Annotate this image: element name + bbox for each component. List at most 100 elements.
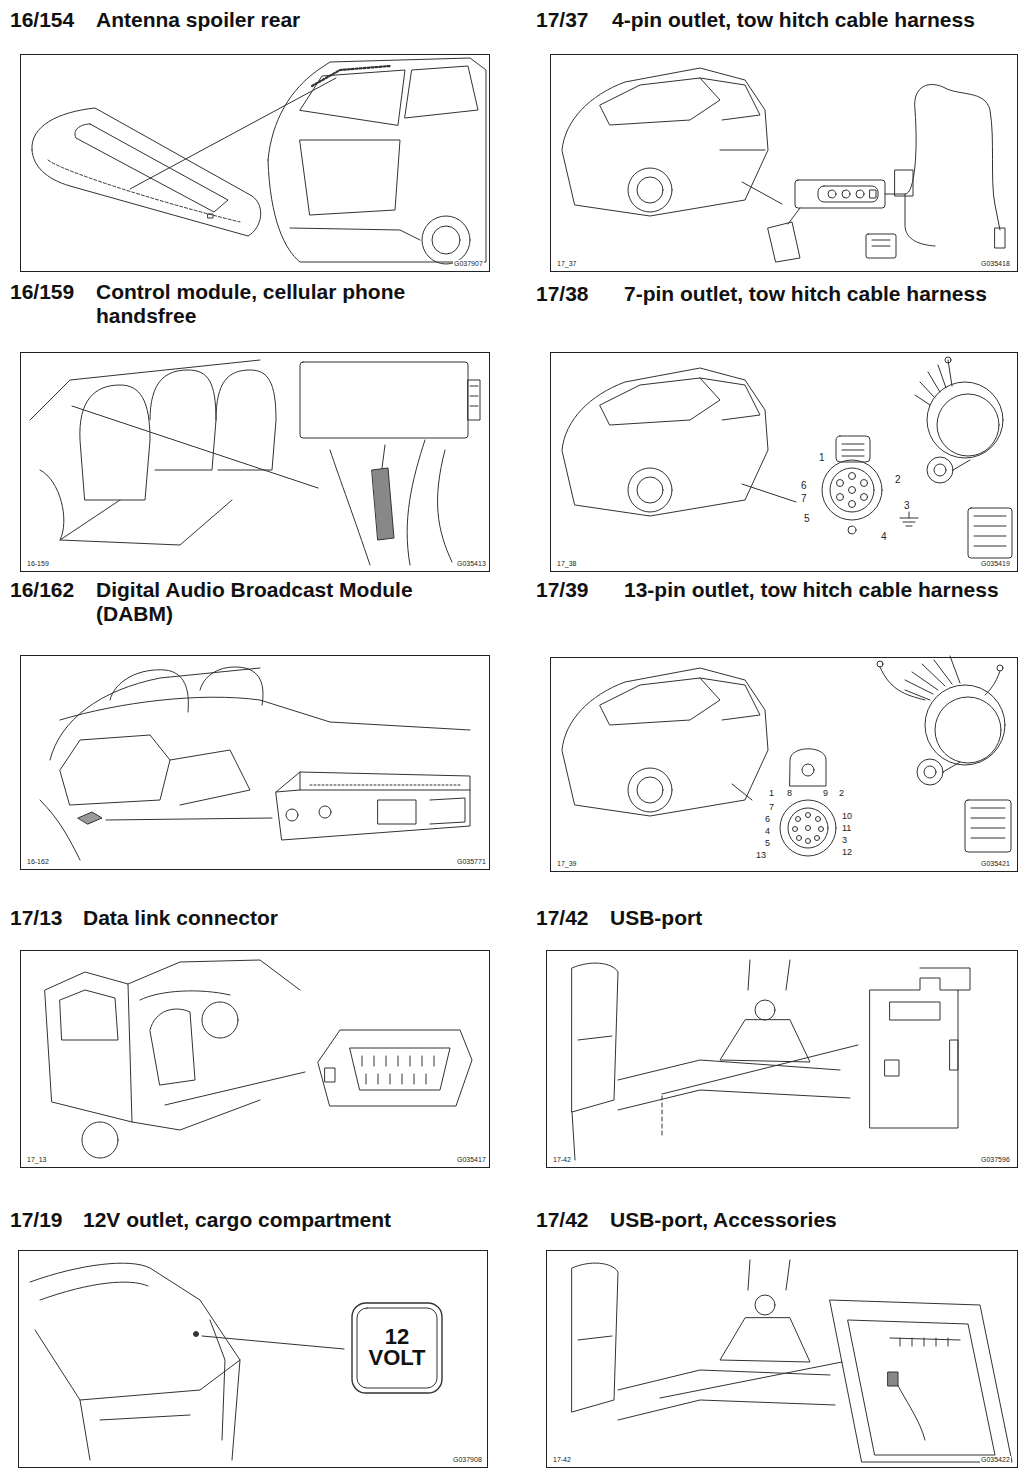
- line-art: [819, 827, 824, 832]
- line-art: [935, 697, 1001, 763]
- line-art: [780, 800, 836, 856]
- line-art: [806, 813, 811, 818]
- line-art: [755, 1295, 775, 1315]
- line-art: [788, 208, 800, 224]
- line-art: [885, 1060, 899, 1076]
- cargo-outlet-illustration: [30, 1263, 442, 1460]
- pin-number: 2: [838, 789, 845, 799]
- line-art: [202, 1002, 238, 1038]
- catalog-panel: 17/374-pin outlet, tow hitch cable harne…: [536, 8, 1018, 272]
- part-code: 17/13: [10, 906, 83, 930]
- line-art: [637, 177, 663, 203]
- line-art: [720, 150, 765, 151]
- line-art: [75, 124, 228, 212]
- pin-number: 8: [786, 789, 793, 799]
- line-art: [971, 808, 1005, 838]
- part-title: USB-port, Accessories: [610, 1208, 1018, 1232]
- line-art: [890, 1338, 960, 1346]
- catalog-panel: 16/154Antenna spoiler rear: [10, 8, 490, 272]
- line-art: [40, 800, 80, 860]
- line-art: [748, 960, 790, 990]
- line-art: [830, 1300, 1012, 1462]
- line-art: [438, 450, 452, 562]
- line-art: [407, 440, 425, 565]
- illustration-frame: [550, 54, 1018, 272]
- figure-reference: G035421: [980, 860, 1011, 868]
- line-art: [920, 968, 970, 990]
- line-art: [815, 836, 820, 841]
- line-art: [905, 194, 935, 246]
- line-art: [194, 1332, 199, 1337]
- catalog-panel: 17/3913-pin outlet, tow hitch cable harn…: [536, 578, 1018, 872]
- line-art: [872, 240, 890, 246]
- line-art: [934, 464, 946, 476]
- line-art: [578, 1336, 612, 1340]
- line-art: [378, 800, 416, 824]
- part-code: 16/162: [10, 578, 96, 602]
- line-art: [40, 1282, 148, 1300]
- line-art: [40, 470, 64, 540]
- line-art: [974, 516, 1006, 546]
- part-title: Data link connector: [83, 906, 490, 930]
- pin-number: 3: [903, 500, 911, 511]
- line-art: [430, 798, 465, 824]
- line-art: [132, 1100, 260, 1130]
- panel-heading: 17/42USB-port: [536, 906, 1018, 930]
- panel-heading: 17/387-pin outlet, tow hitch cable harne…: [536, 282, 1018, 306]
- panel-heading: 16/162Digital Audio Broadcast Module (DA…: [10, 578, 490, 626]
- illustration-frame: [546, 1250, 1018, 1468]
- part-code: 17/39: [536, 578, 624, 602]
- line-art: [797, 836, 802, 841]
- line-art: [802, 764, 814, 776]
- line-art: [830, 468, 874, 512]
- catalog-panel: 17/13Data link connector: [10, 906, 490, 1168]
- four-pin-illustration: [562, 68, 1005, 262]
- line-art: [856, 190, 864, 198]
- spoiler-illustration: [32, 58, 486, 264]
- line-art: [943, 762, 960, 772]
- pin-number: 9: [822, 789, 829, 799]
- figure-reference: 17_38: [556, 560, 577, 568]
- figure-reference: G035417: [456, 1156, 487, 1164]
- line-art: [106, 818, 272, 820]
- line-art: [422, 216, 470, 264]
- pin-number: 13: [755, 851, 767, 861]
- catalog-panel: 16/159Control module, cellular phone han…: [10, 280, 490, 572]
- line-art: [100, 1415, 190, 1420]
- line-art: [48, 160, 240, 222]
- figure-reference: 17_39: [556, 860, 577, 868]
- line-art: [562, 68, 768, 216]
- line-art: [849, 501, 856, 508]
- data-link-illustration: [45, 960, 472, 1158]
- part-code: 17/19: [10, 1208, 83, 1232]
- line-art: [842, 190, 850, 198]
- line-art: [965, 800, 1011, 852]
- line-art: [997, 665, 1003, 671]
- illustration-frame: [546, 950, 1018, 1168]
- line-art: [822, 460, 882, 520]
- line-art: [382, 445, 385, 468]
- part-code: 17/42: [536, 906, 610, 930]
- pin-number: 4: [764, 827, 771, 837]
- line-art: [78, 812, 102, 824]
- figure-reference: 17_13: [26, 1156, 47, 1164]
- usb-accessory-illustration: [572, 1260, 1012, 1462]
- line-art: [208, 214, 213, 218]
- line-art: [748, 1260, 790, 1290]
- figure-reference: G035419: [980, 560, 1011, 568]
- line-art: [861, 480, 868, 487]
- line-art: [80, 385, 150, 500]
- line-art: [768, 222, 800, 262]
- part-title: 12V outlet, cargo compartment: [83, 1208, 488, 1232]
- line-art: [268, 58, 486, 262]
- line-art: [150, 1009, 195, 1085]
- line-art: [290, 228, 420, 240]
- line-art: [30, 360, 260, 420]
- line-art: [877, 661, 883, 667]
- line-art: [628, 168, 672, 212]
- part-title: Digital Audio Broadcast Module (DABM): [96, 578, 490, 626]
- figure-reference: G035422: [980, 1456, 1011, 1464]
- line-art: [837, 480, 844, 487]
- line-art: [319, 806, 331, 818]
- part-title: 4-pin outlet, tow hitch cable harness: [612, 8, 1018, 32]
